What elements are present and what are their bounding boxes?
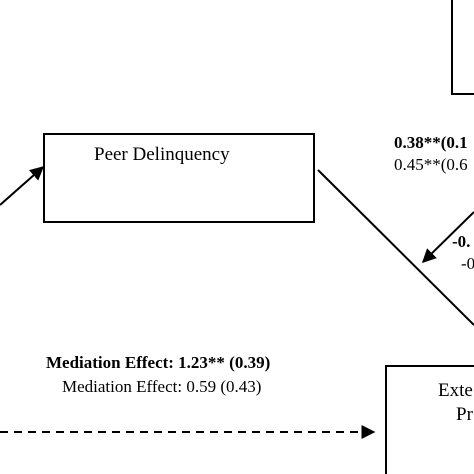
externalizing-label-line2: Pr [456,404,473,425]
peer-to-outcome-path [317,169,474,326]
externalizing-box [385,365,474,474]
top-right-box [451,0,474,95]
peer-delinquency-label: Peer Delinquency [94,144,230,165]
mediation-effect: Mediation Effect: 0.59 (0.43) [62,377,262,396]
externalizing-label-line1: Exte [438,380,473,401]
mediation-effect-bold: Mediation Effect: 1.23** (0.39) [46,353,271,372]
right-to-peer-arrow [422,211,474,263]
path-coefficient-lower: -0 [461,254,474,273]
path-coefficient-lower-bold: -0. [452,232,471,251]
path-coefficient-upper-bold: 0.38**(0.1 [394,133,468,152]
left-to-peer-arrow [0,166,45,206]
path-coefficient-upper: 0.45**(0.6 [394,155,468,174]
